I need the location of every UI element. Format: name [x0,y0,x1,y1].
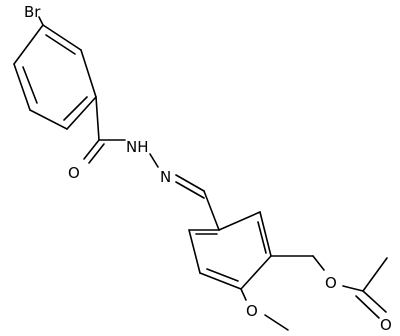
atom-acetyl-oxygen: O [380,316,392,334]
bond [240,288,247,301]
atom-carbonyl-oxygen: O [68,164,80,182]
atom-bromine: Br [24,3,41,21]
carbonyl-double-bond [83,139,100,160]
bond-inner [206,268,239,282]
bond [199,272,242,290]
acetyl-double-bond [355,295,380,319]
acetyl-double-bond [362,290,387,313]
bond [13,24,44,65]
bond [312,255,325,271]
bond [218,211,261,231]
bond [29,109,68,130]
bromophenyl-ring [13,24,97,130]
bond-inner [22,66,38,104]
bond [66,96,97,130]
atom-amide-nitrogen: NH [126,138,149,156]
bond-inner [257,221,267,254]
bond [42,24,82,51]
atom-methoxy-oxygen: O [246,302,258,320]
bond [362,257,388,292]
carbonyl-double-bond [88,143,105,164]
bond-inner [45,34,76,55]
bond [95,96,100,141]
bond-inner [63,96,88,121]
imine-double-bond [175,181,205,199]
bond [80,49,97,98]
bond [259,211,272,257]
bond [188,229,201,274]
atom-ester-oxygen: O [325,274,337,292]
central-ring [188,211,272,290]
bond [240,255,272,290]
bond [38,16,44,26]
bond [342,285,364,292]
bond [149,153,159,168]
bond [13,63,31,111]
bond [264,314,289,331]
atom-imine-nitrogen: N [160,168,171,186]
bond [203,190,220,231]
imine-double-bond [175,174,205,192]
